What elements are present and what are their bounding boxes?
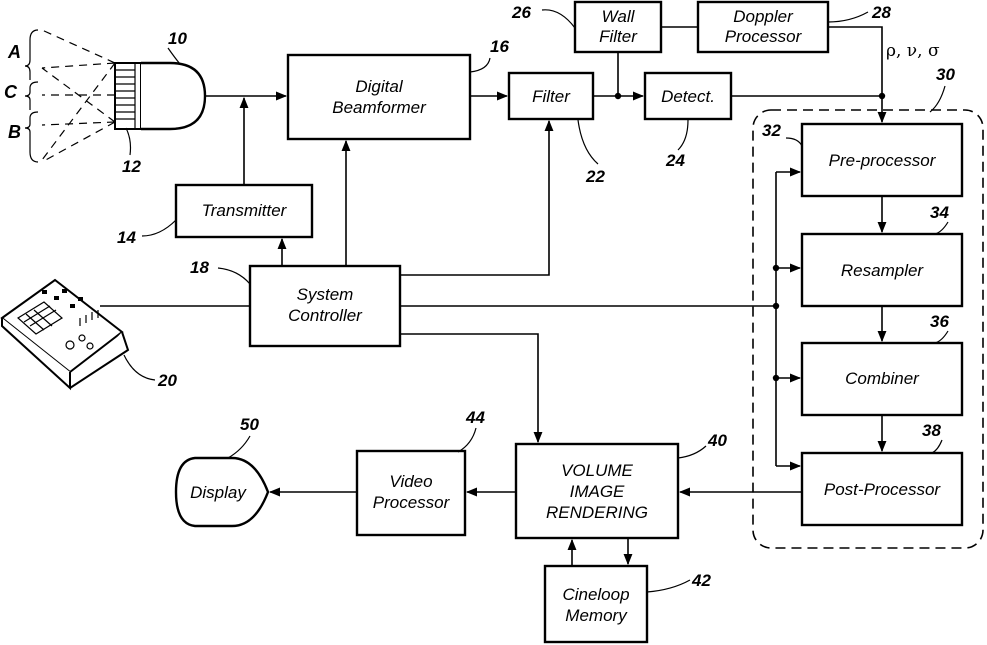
- ref-system-controller: 18: [190, 258, 209, 277]
- beam-fans: [42, 30, 115, 162]
- cineloop-memory-label-2: Memory: [565, 606, 628, 625]
- system-controller-label-1: System: [297, 285, 354, 304]
- ref-scan-converter-group: 30: [936, 65, 955, 84]
- ref-user-interface: 20: [157, 371, 177, 390]
- wall-filter-label-1: Wall: [602, 7, 636, 26]
- post-processor-label: Post-Processor: [824, 480, 942, 499]
- pre-processor-label: Pre-processor: [829, 151, 937, 170]
- volume-image-rendering-label-3: RENDERING: [546, 503, 648, 522]
- video-processor-label-1: Video: [389, 472, 432, 491]
- doppler-processor-label-2: Processor: [725, 27, 803, 46]
- digital-beamformer-label-1: Digital: [355, 77, 403, 96]
- wall-filter-label-2: Filter: [599, 27, 638, 46]
- user-interface-console: [2, 280, 128, 388]
- resampler-label: Resampler: [841, 261, 925, 280]
- ref-post-processor: 38: [922, 421, 941, 440]
- ref-cineloop-memory: 42: [691, 571, 711, 590]
- ref-combiner: 36: [930, 312, 949, 331]
- ref-filter: 22: [585, 167, 605, 186]
- cineloop-memory-label-1: Cineloop: [562, 585, 629, 604]
- display-label: Display: [190, 483, 247, 502]
- ref-volume-image-rendering: 40: [707, 431, 727, 450]
- ref-display: 50: [240, 415, 259, 434]
- system-controller-label-2: Controller: [288, 306, 363, 325]
- ref-resampler: 34: [930, 203, 949, 222]
- doppler-outputs-label: ρ, ν, σ: [886, 41, 940, 61]
- beam-label-c: C: [4, 82, 18, 102]
- ref-pre-processor: 32: [762, 121, 781, 140]
- ref-doppler-processor: 28: [871, 3, 891, 22]
- beam-label-b: B: [8, 122, 21, 142]
- detect-label: Detect.: [661, 87, 715, 106]
- digital-beamformer-label-2: Beamformer: [332, 98, 427, 117]
- ref-wall-filter: 26: [511, 3, 531, 22]
- ref-digital-beamformer: 16: [490, 37, 509, 56]
- volume-image-rendering-label-1: VOLUME: [561, 461, 633, 480]
- ref-transmitter: 14: [117, 228, 136, 247]
- doppler-processor-label-1: Doppler: [733, 7, 794, 26]
- video-processor-label-2: Processor: [373, 493, 451, 512]
- ref-detect: 24: [665, 151, 685, 170]
- beam-label-a: A: [7, 42, 21, 62]
- filter-label: Filter: [532, 87, 571, 106]
- volume-image-rendering-label-2: IMAGE: [570, 482, 625, 501]
- transducer-probe: [115, 63, 205, 129]
- beam-braces: [25, 30, 38, 162]
- ref-transducer-element: 12: [122, 157, 141, 176]
- combiner-label: Combiner: [845, 369, 920, 388]
- ref-transducer: 10: [168, 29, 187, 48]
- ref-video-processor: 44: [465, 408, 485, 427]
- transmitter-label: Transmitter: [202, 201, 288, 220]
- cineloop-memory-block: [545, 566, 647, 642]
- digital-beamformer-block: [288, 55, 470, 139]
